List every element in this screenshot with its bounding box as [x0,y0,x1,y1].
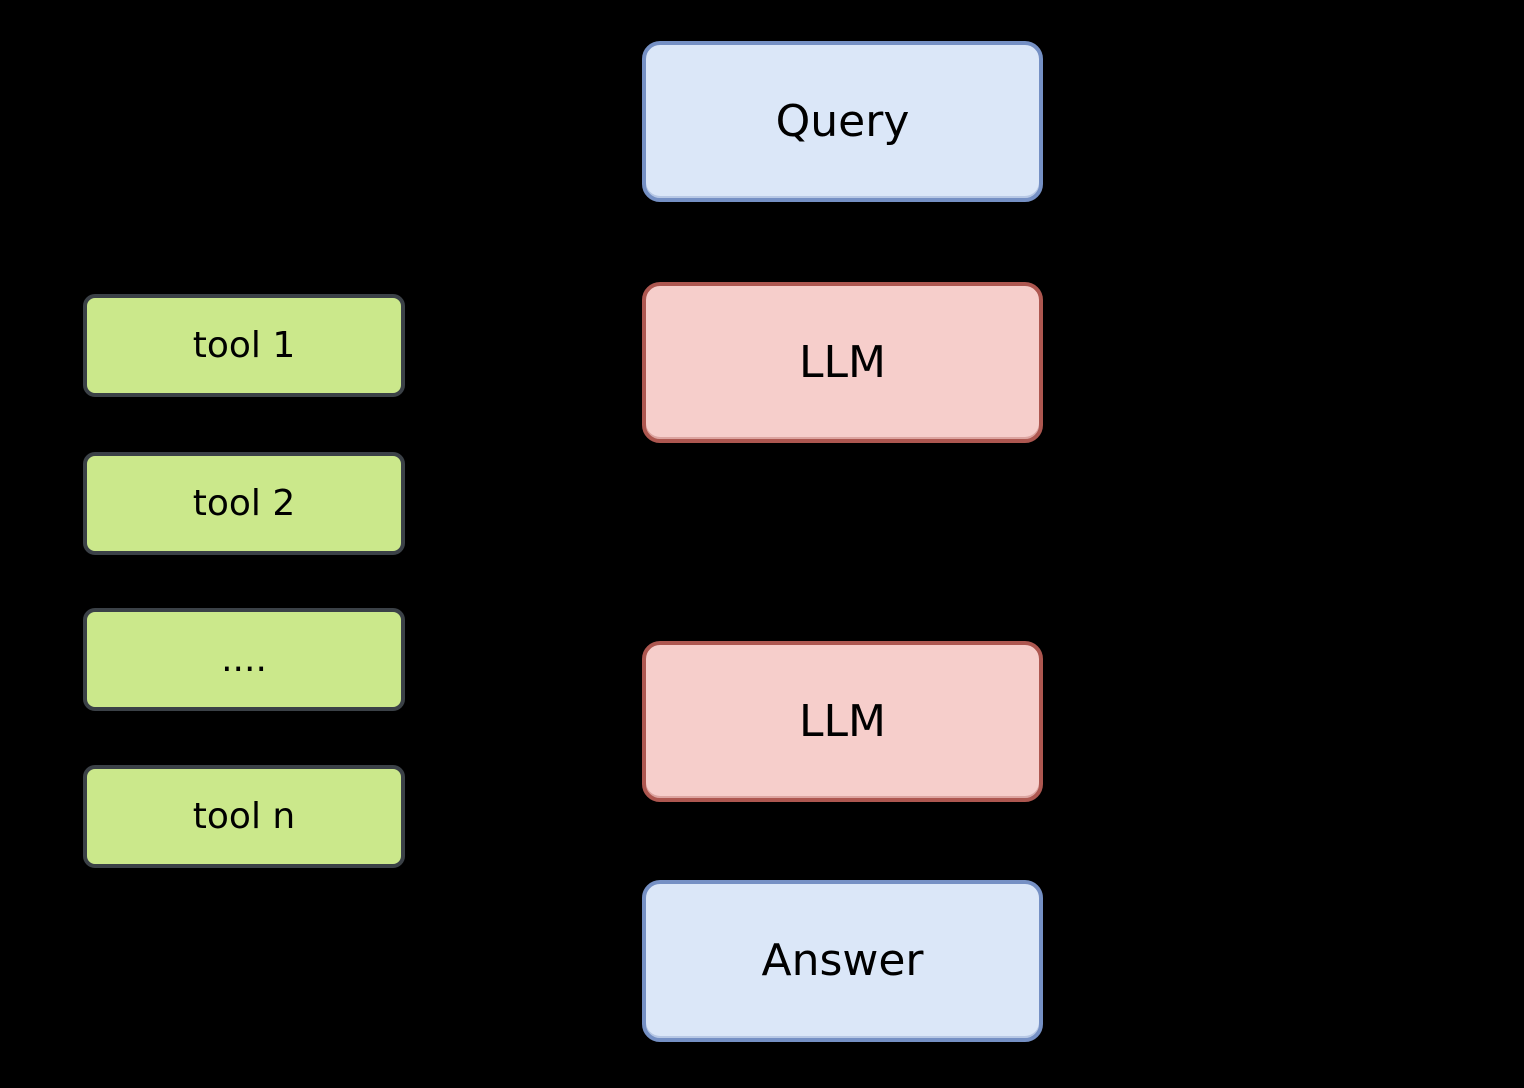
tool-ellipsis-node: .... [83,608,405,711]
llm-top-node: LLM [642,282,1043,443]
answer-node: Answer [642,880,1043,1042]
llm-bottom-node: LLM [642,641,1043,802]
tool-1-node: tool 1 [83,294,405,397]
llm-top-node-label: LLM [799,336,886,388]
tool-1-node-label: tool 1 [192,324,296,366]
tool-2-node-label: tool 2 [192,482,296,524]
llm-bottom-node-label: LLM [799,695,886,747]
query-node: Query [642,41,1043,202]
tool-n-node-label: tool n [192,795,296,837]
tool-n-node: tool n [83,765,405,868]
tool-ellipsis-node-label: .... [221,638,267,680]
tool-2-node: tool 2 [83,452,405,555]
answer-node-label: Answer [761,935,924,986]
query-node-label: Query [775,95,910,147]
